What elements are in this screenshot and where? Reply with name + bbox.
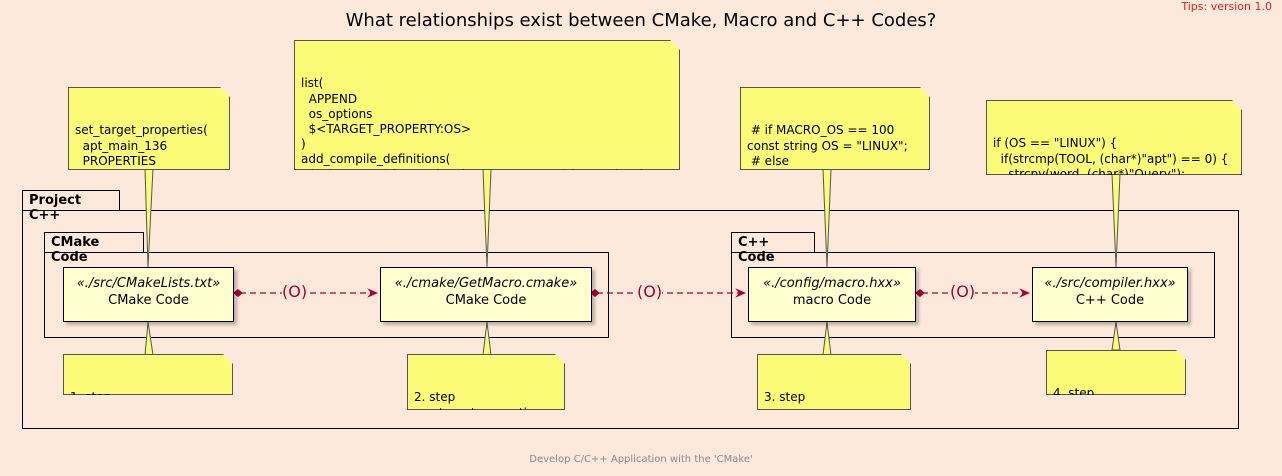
link-label-2: (O) xyxy=(637,282,663,301)
note-top-2: list( APPEND os_options $<TARGET_PROPERT… xyxy=(294,40,680,170)
note-top-4: if (OS == "LINUX") { if(strcmp(TOOL, (ch… xyxy=(986,100,1242,175)
link-label-3: (O) xyxy=(950,282,976,301)
note-top-1: set_target_properties( apt_main_136 PROP… xyxy=(68,87,230,170)
stereotype: «./src/compiler.hxx» xyxy=(1044,276,1176,291)
package-project-label: Project C++ xyxy=(22,190,120,223)
component-name: macro Code xyxy=(792,293,872,308)
component-getmacro[interactable]: «./cmake/GetMacro.cmake» CMake Code xyxy=(380,267,592,322)
package-cmake-label: CMake Code xyxy=(44,232,144,265)
link-label-1: (O) xyxy=(282,282,308,301)
package-cpp-label: C++ Code xyxy=(731,232,815,265)
component-name: CMake Code xyxy=(108,293,189,308)
diamond-3 xyxy=(915,289,925,297)
stereotype: «./cmake/GetMacro.cmake» xyxy=(394,276,578,291)
diamond-2 xyxy=(590,289,600,297)
component-cmakelists[interactable]: «./src/CMakeLists.txt» CMake Code xyxy=(63,267,234,322)
diagram-title: What relationships exist between CMake, … xyxy=(345,10,937,31)
stereotype: «./config/macro.hxx» xyxy=(763,276,901,291)
footer-caption: Develop C/C++ Application with the 'CMak… xyxy=(529,454,753,465)
stereotype: «./src/CMakeLists.txt» xyxy=(76,276,221,291)
package-cmake xyxy=(44,252,609,338)
component-macro-hxx[interactable]: «./config/macro.hxx» macro Code xyxy=(748,267,916,322)
component-name: C++ Code xyxy=(1075,293,1145,308)
component-compiler-hxx[interactable]: «./src/compiler.hxx» C++ Code xyxy=(1032,267,1188,322)
diamond-1 xyxy=(233,289,243,297)
component-name: CMake Code xyxy=(445,293,527,308)
package-project xyxy=(22,210,1239,429)
tips-label: Tips: version 1.0 xyxy=(1181,0,1272,13)
package-cpp xyxy=(731,252,1215,338)
